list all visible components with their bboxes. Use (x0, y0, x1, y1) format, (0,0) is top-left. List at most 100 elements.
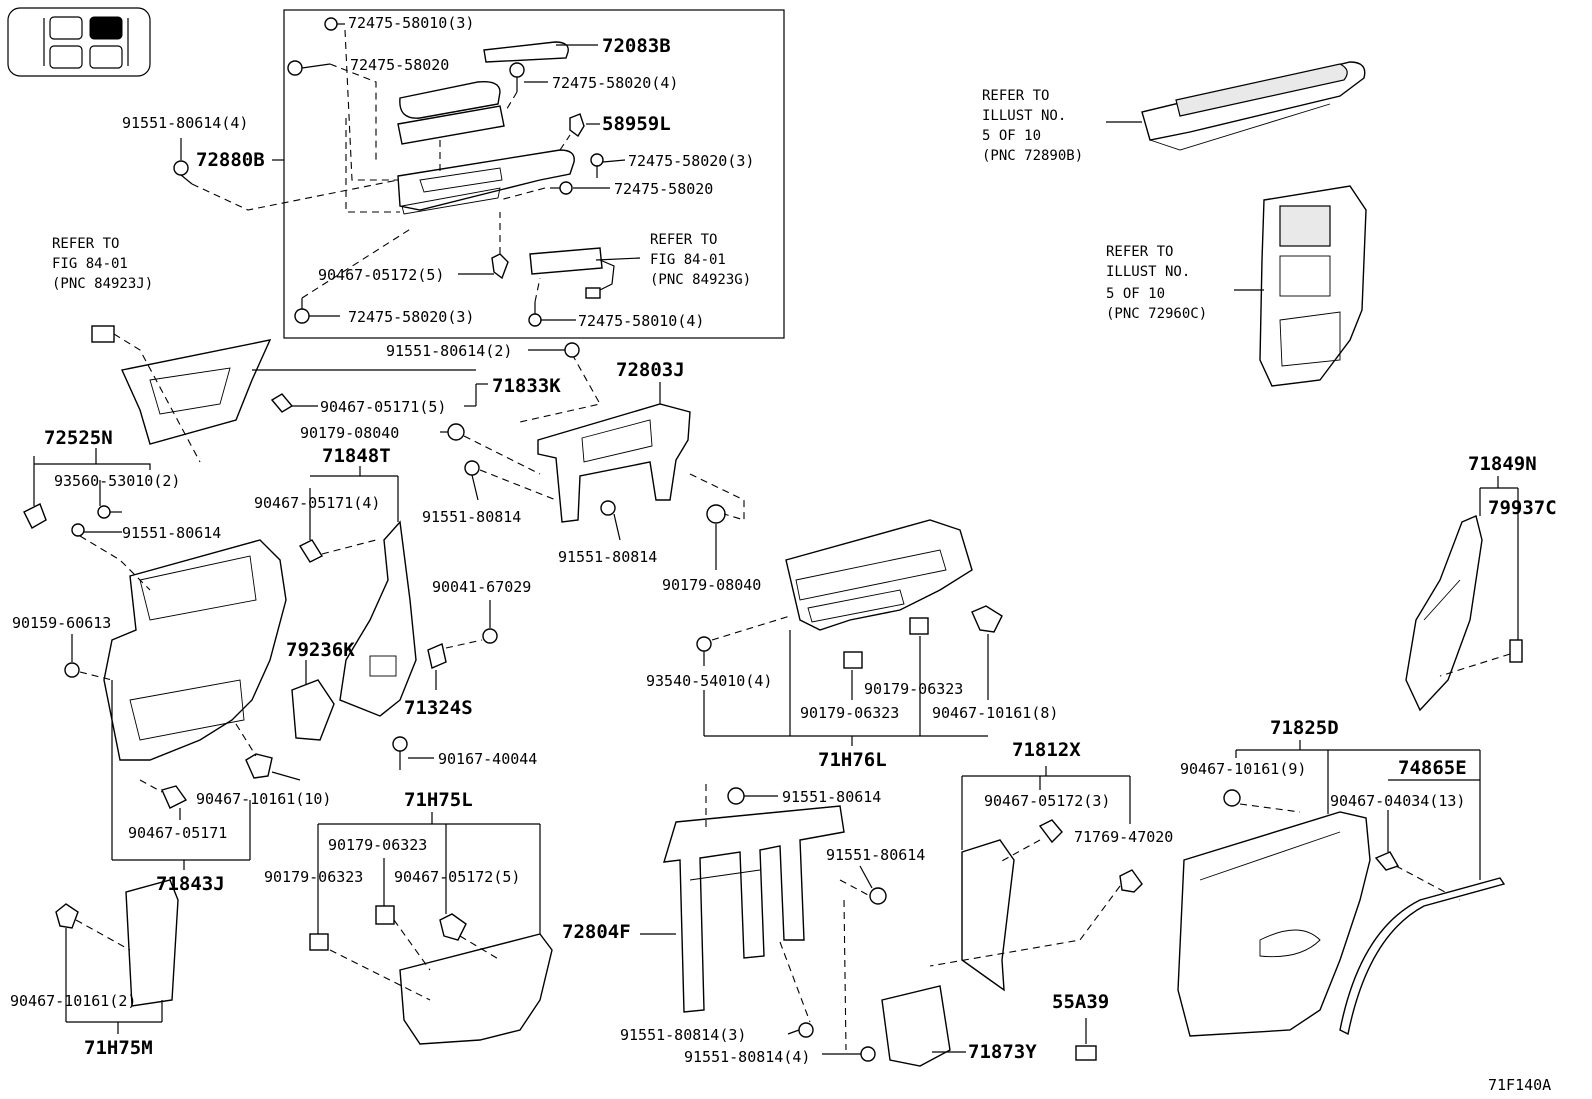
clip-90467-05171-5-icon (270, 393, 294, 413)
label-72803J: 72803J (616, 359, 685, 381)
armrest-lid-part (483, 41, 569, 63)
label-90467-10161-9: 90467-10161(9) (1180, 760, 1306, 778)
label-71873Y: 71873Y (968, 1041, 1037, 1063)
label-91551-80814-4: 91551-80814(4) (684, 1048, 810, 1066)
label-72804F: 72804F (562, 921, 631, 943)
label-90467-10161-2: 90467-10161(2) (10, 992, 136, 1010)
connector-84923J-icon (91, 325, 115, 343)
panel-71H76L (696, 519, 1003, 746)
screw-91551-80614-4-icon (173, 138, 399, 211)
svg-text:REFER TO: REFER TO (52, 236, 119, 252)
screw-91551-80614-a-icon (71, 523, 85, 537)
label-55A39: 55A39 (1052, 991, 1109, 1013)
svg-text:(PNC 84923G): (PNC 84923G) (650, 272, 751, 288)
side-panel-71843J (64, 523, 301, 870)
label-72083B: 72083B (602, 35, 671, 57)
lid-bracket-part (397, 105, 505, 145)
label-72475-58010-3: 72475-58010(3) (348, 14, 474, 32)
svg-text:(PNC 84923J): (PNC 84923J) (52, 276, 153, 292)
label-72475-58020-3a: 72475-58020(3) (628, 152, 754, 170)
nut-90179-06323-a-icon (843, 651, 863, 669)
label-90167-40044: 90167-40044 (438, 750, 537, 768)
label-74865E: 74865E (1398, 757, 1467, 779)
label-91551-80814-3: 91551-80814(3) (620, 1026, 746, 1044)
label-72475-58020-4: 72475-58020(4) (552, 74, 678, 92)
pillar-trim-71849N (1405, 476, 1523, 712)
nut-90179-06323-d-icon (309, 933, 329, 951)
label-90159-60613: 90159-60613 (12, 614, 111, 632)
door-trim-71825D (1177, 740, 1506, 1037)
clip-90467-10161-8-icon (971, 605, 1003, 633)
label-90041-67029: 90041-67029 (432, 578, 531, 596)
label-90467-05171-5: 90467-05171(5) (320, 398, 446, 416)
screw-91551-80614-b-icon (727, 787, 745, 805)
svg-text:REFER TO: REFER TO (982, 88, 1049, 104)
svg-text:(PNC 72960C): (PNC 72960C) (1106, 306, 1207, 322)
screw-91551-80814-a-icon (464, 460, 480, 476)
label-71843J: 71843J (156, 873, 225, 895)
label-91551-80614-2: 91551-80614(2) (386, 342, 512, 360)
label-90179-06323-c: 90179-06323 (328, 836, 427, 854)
label-90467-10161-10: 90467-10161(10) (196, 790, 331, 808)
screw-91551-80814-b-icon (600, 500, 616, 516)
clip-90467-10161-10-icon (245, 753, 273, 779)
assembly-frame (283, 9, 785, 339)
screw-icons (287, 17, 604, 327)
label-91551-80614-a: 91551-80614 (122, 524, 221, 542)
refer-note-84923J: REFER TO FIG 84-01 (PNC 84923J) (52, 236, 153, 292)
frame-72804F (640, 784, 887, 1062)
armrest-pad-part (399, 81, 501, 119)
label-71812X: 71812X (1012, 739, 1081, 761)
label-71769-47020: 71769-47020 (1074, 828, 1173, 846)
refer-note-72960C: REFER TO ILLUST NO. 5 OF 10 (PNC 72960C) (1106, 244, 1207, 322)
weatherstrip-74865E-icon (1339, 877, 1506, 1036)
screw-91551-80614-2-icon (564, 342, 580, 358)
label-71324S: 71324S (404, 697, 473, 719)
part-55A39-icon (1075, 1045, 1097, 1061)
label-72475-58020-a: 72475-58020 (350, 56, 449, 74)
bracket-72525N (23, 448, 151, 529)
svg-text:(PNC 72890B): (PNC 72890B) (982, 148, 1083, 164)
svg-text:5 OF 10: 5 OF 10 (1106, 286, 1165, 302)
clip-79937C-icon (1509, 639, 1523, 663)
label-71H76L: 71H76L (818, 749, 887, 771)
label-90179-06323-d: 90179-06323 (264, 868, 363, 886)
bolt-90041-67029-icon (482, 628, 498, 644)
svg-text:FIG 84-01: FIG 84-01 (52, 256, 128, 272)
nut-90179-06323-c-icon (375, 905, 395, 925)
label-72880B: 72880B (196, 149, 265, 171)
label-71H75M: 71H75M (84, 1037, 153, 1059)
switch-panel-part (529, 247, 603, 275)
label-71H75L: 71H75L (404, 789, 473, 811)
figure-id: 71F140A (1488, 1076, 1551, 1094)
clip-90467-10161-9-icon (1223, 789, 1241, 807)
label-90467-05171-4: 90467-05171(4) (254, 494, 380, 512)
clip-71769-47020-icon (1119, 869, 1143, 893)
panel-71H75L (309, 736, 553, 1045)
clip-90467-05171-icon (161, 785, 188, 809)
svg-text:ILLUST NO.: ILLUST NO. (1106, 264, 1190, 280)
label-91551-80814-b: 91551-80814 (558, 548, 657, 566)
label-79236K: 79236K (286, 639, 355, 661)
label-90467-05172-5a: 90467-05172(5) (318, 266, 444, 284)
label-71849N: 71849N (1468, 453, 1537, 475)
svg-text:5 OF 10: 5 OF 10 (982, 128, 1041, 144)
screw-91551-80614-c-icon (869, 887, 887, 905)
label-71833K: 71833K (492, 375, 561, 397)
bracket-79236K-icon (291, 679, 335, 741)
vehicle-locator-icon (7, 7, 151, 77)
label-91551-80814-a: 91551-80814 (422, 508, 521, 526)
highlighted-seat-icon (89, 16, 123, 40)
label-90467-04034-13: 90467-04034(13) (1330, 792, 1465, 810)
clip-90467-04034-13-icon (1374, 851, 1400, 871)
label-90467-05172-3: 90467-05172(3) (984, 792, 1110, 810)
svg-text:FIG 84-01: FIG 84-01 (650, 252, 726, 268)
panel-71H75M (55, 879, 179, 1034)
console-frame-72960C-ref (1234, 185, 1367, 387)
label-58959L: 58959L (602, 113, 671, 135)
label-72475-58020-b: 72475-58020 (614, 180, 713, 198)
part-71324S-icon (427, 643, 447, 669)
console-assembly-72890B-ref (1106, 61, 1366, 151)
screw-93540-54010-4-icon (696, 636, 712, 652)
refer-note-84923G: REFER TO FIG 84-01 (PNC 84923G) (650, 232, 751, 288)
